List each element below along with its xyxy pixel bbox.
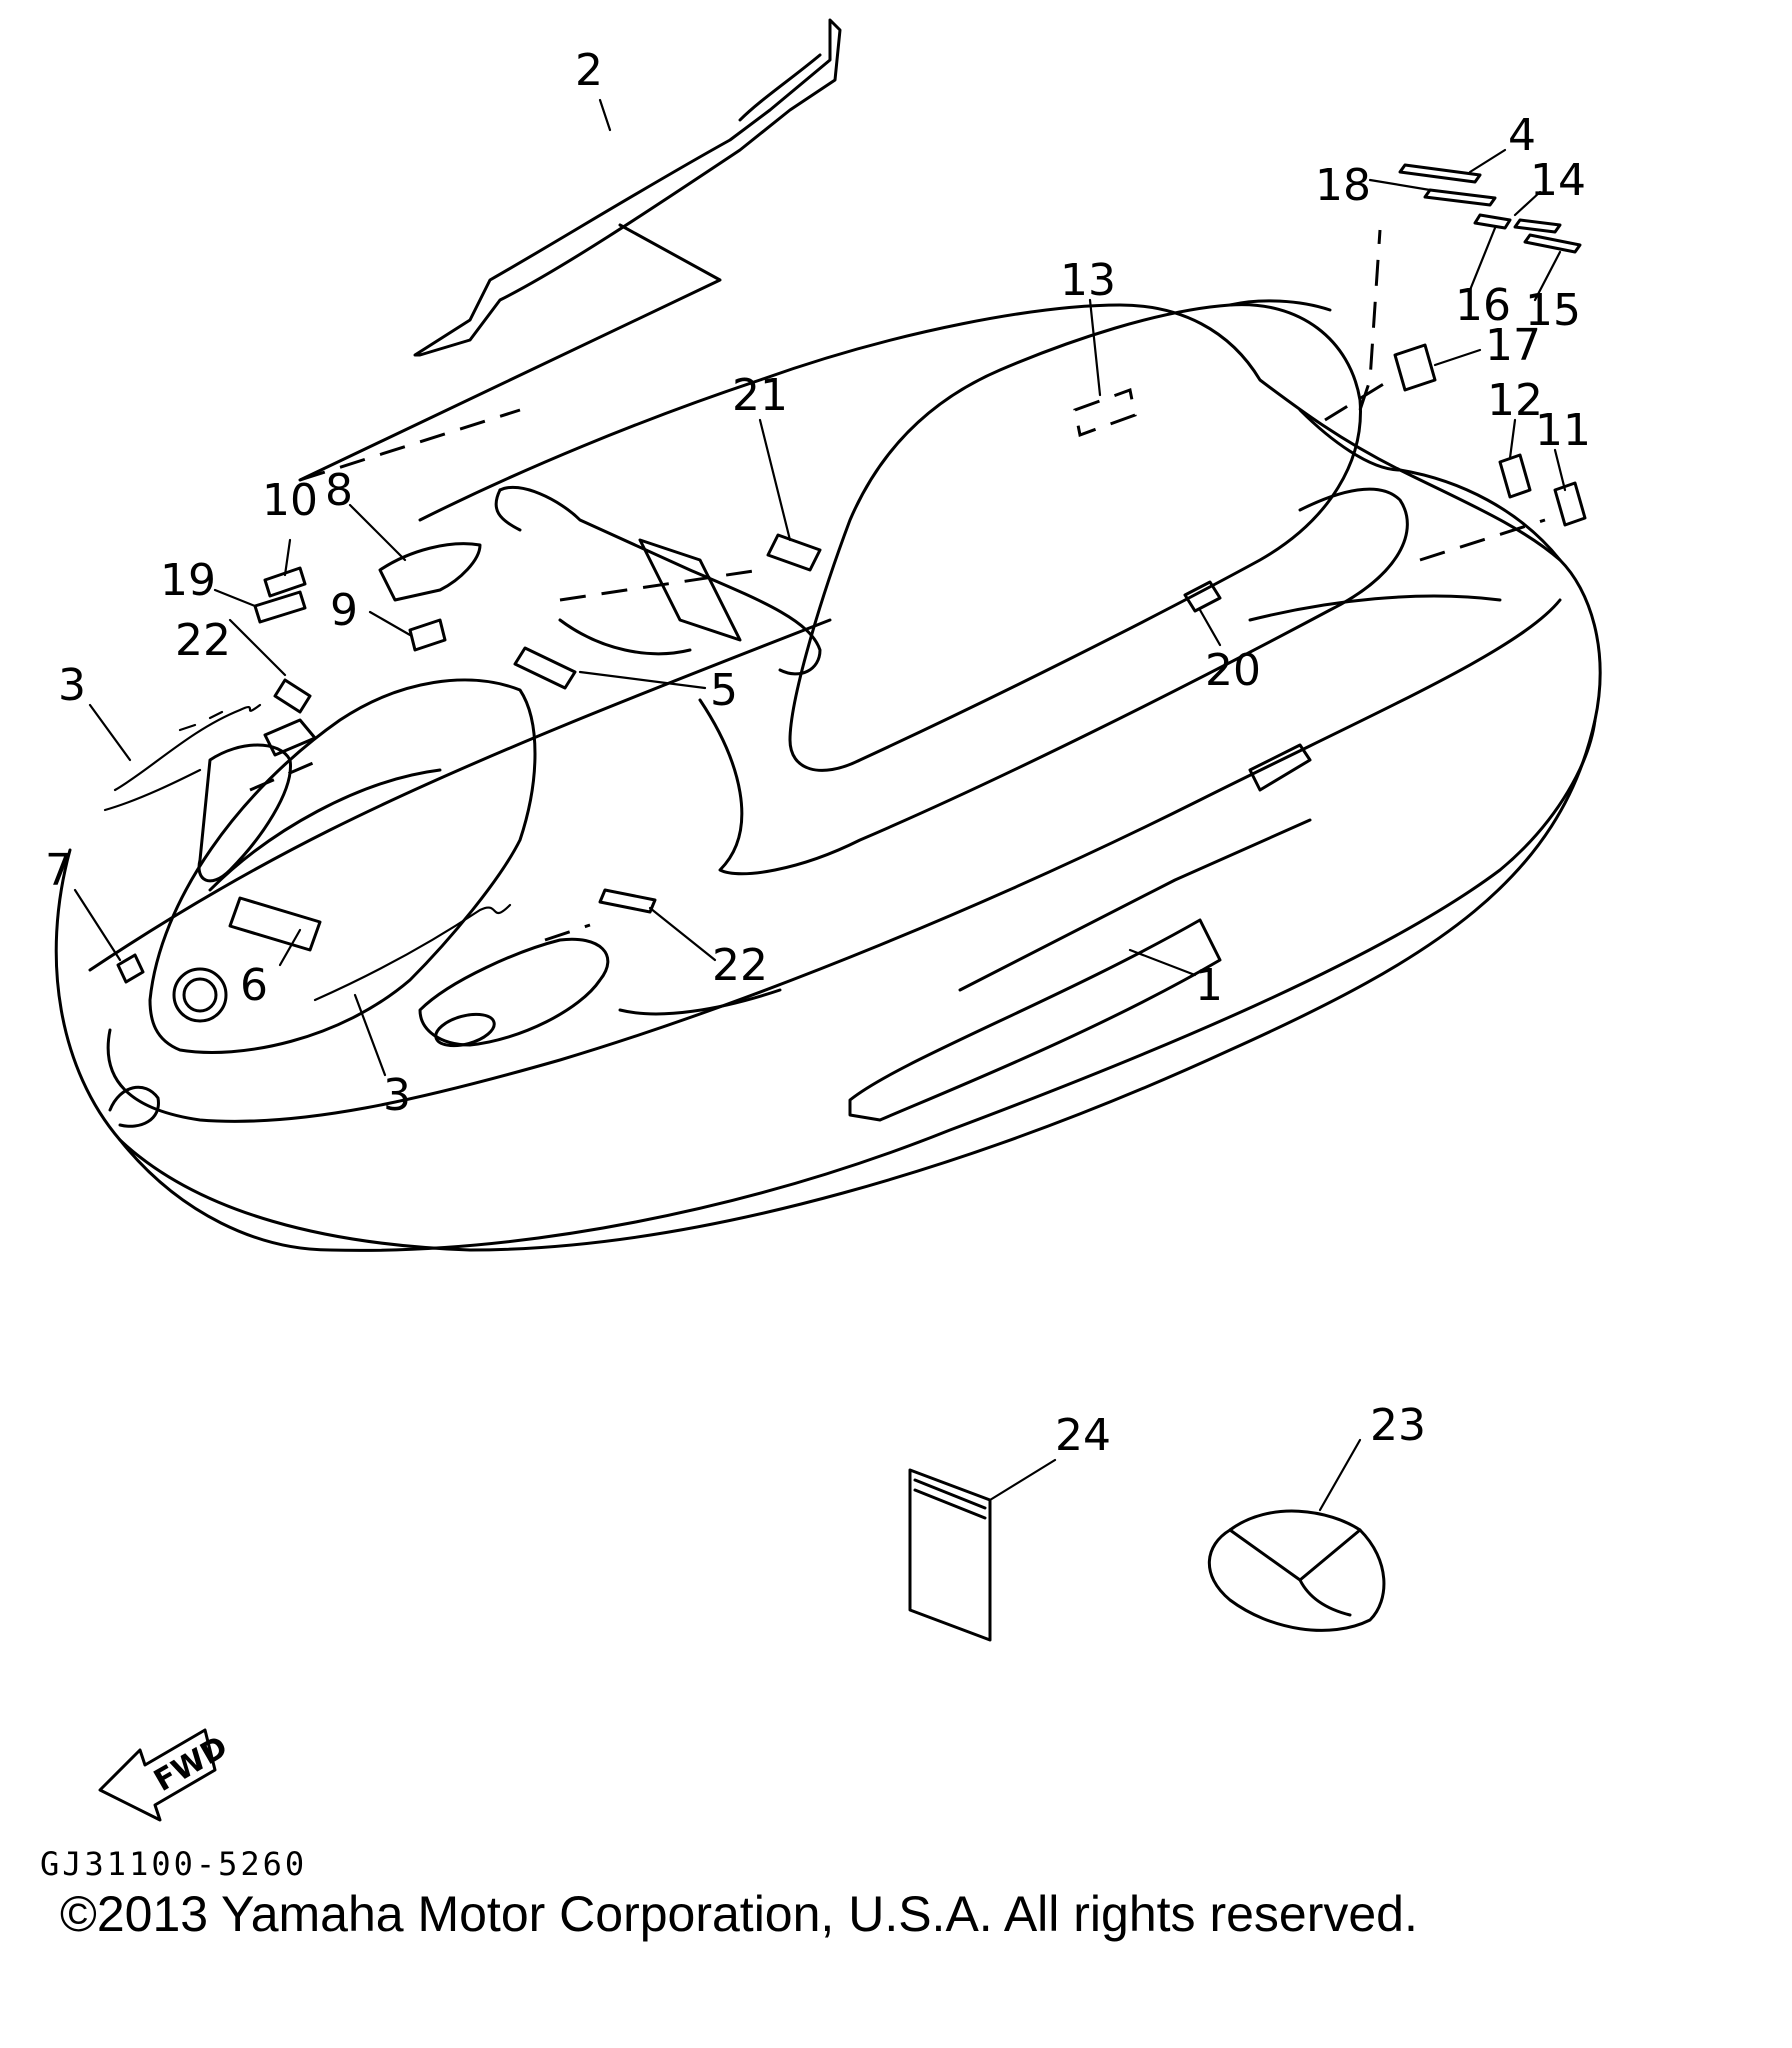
hood <box>148 485 822 1054</box>
callout-3a: 3 <box>58 660 86 711</box>
callout-2: 2 <box>575 45 603 96</box>
callout-8: 8 <box>325 465 353 516</box>
callout-24: 24 <box>1055 1410 1111 1461</box>
fwd-arrow: FWD <box>98 1728 234 1822</box>
callout-11: 11 <box>1535 405 1591 456</box>
callout-12: 12 <box>1487 375 1543 426</box>
leader-lines <box>73 98 1567 1512</box>
callout-labels: 1 2 3 3 4 5 6 7 8 9 10 11 12 13 14 15 16… <box>45 45 1591 1461</box>
callout-15: 15 <box>1525 285 1581 336</box>
callout-22a: 22 <box>175 615 231 666</box>
callout-20: 20 <box>1205 645 1261 696</box>
callout-13: 13 <box>1060 255 1116 306</box>
callout-9: 9 <box>330 585 358 636</box>
part-code: GJ31100-5260 <box>40 1845 307 1883</box>
callout-3b: 3 <box>383 1070 411 1121</box>
copyright-notice: ©2013 Yamaha Motor Corporation, U.S.A. A… <box>60 1886 1418 1942</box>
callout-21: 21 <box>732 370 788 421</box>
seat <box>618 299 1409 1016</box>
callout-5: 5 <box>710 665 738 716</box>
callout-7: 7 <box>45 845 73 896</box>
manual-pouch <box>908 1468 992 1642</box>
callout-17: 17 <box>1485 320 1541 371</box>
callout-14: 14 <box>1530 155 1586 206</box>
callout-23: 23 <box>1370 1400 1426 1451</box>
callout-4: 4 <box>1508 110 1536 161</box>
decals <box>103 18 1587 1122</box>
callout-10: 10 <box>262 475 318 526</box>
accessory-bag <box>1207 1509 1386 1632</box>
callout-19: 19 <box>160 555 216 606</box>
decal-top-long <box>413 18 842 357</box>
watercraft-hull <box>54 303 1602 1252</box>
decal-side-stripe <box>848 918 1222 1122</box>
assembly-guides <box>249 223 1546 942</box>
callout-22b: 22 <box>712 940 768 991</box>
callout-16: 16 <box>1455 280 1511 331</box>
callout-6: 6 <box>240 960 268 1011</box>
callout-1: 1 <box>1195 960 1223 1011</box>
callout-18: 18 <box>1315 160 1371 211</box>
